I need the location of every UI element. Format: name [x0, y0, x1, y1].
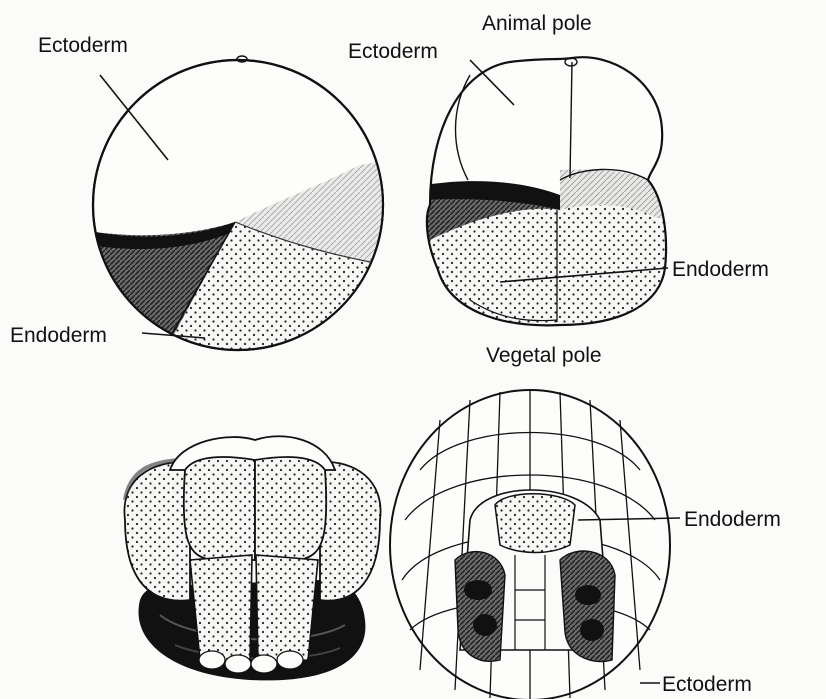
fig4-ectoderm-label: Ectoderm [662, 673, 752, 696]
fig2-vegetal-pole-label: Vegetal pole [486, 344, 602, 367]
fig2-animal-pole-label: Animal pole [482, 12, 592, 35]
fig2-ectoderm-label: Ectoderm [348, 40, 438, 63]
fig1-endoderm-label: Endoderm [10, 324, 107, 347]
fig2-endoderm-label: Endoderm [672, 258, 769, 281]
fig1-ectoderm-label: Ectoderm [38, 34, 128, 57]
figure-2-eight-cell [420, 50, 680, 340]
fig4-endoderm-label: Endoderm [684, 508, 781, 531]
figure-1-sphere [93, 56, 390, 360]
figure-3-lateral-view [124, 436, 380, 680]
figure-4-section [390, 390, 680, 699]
